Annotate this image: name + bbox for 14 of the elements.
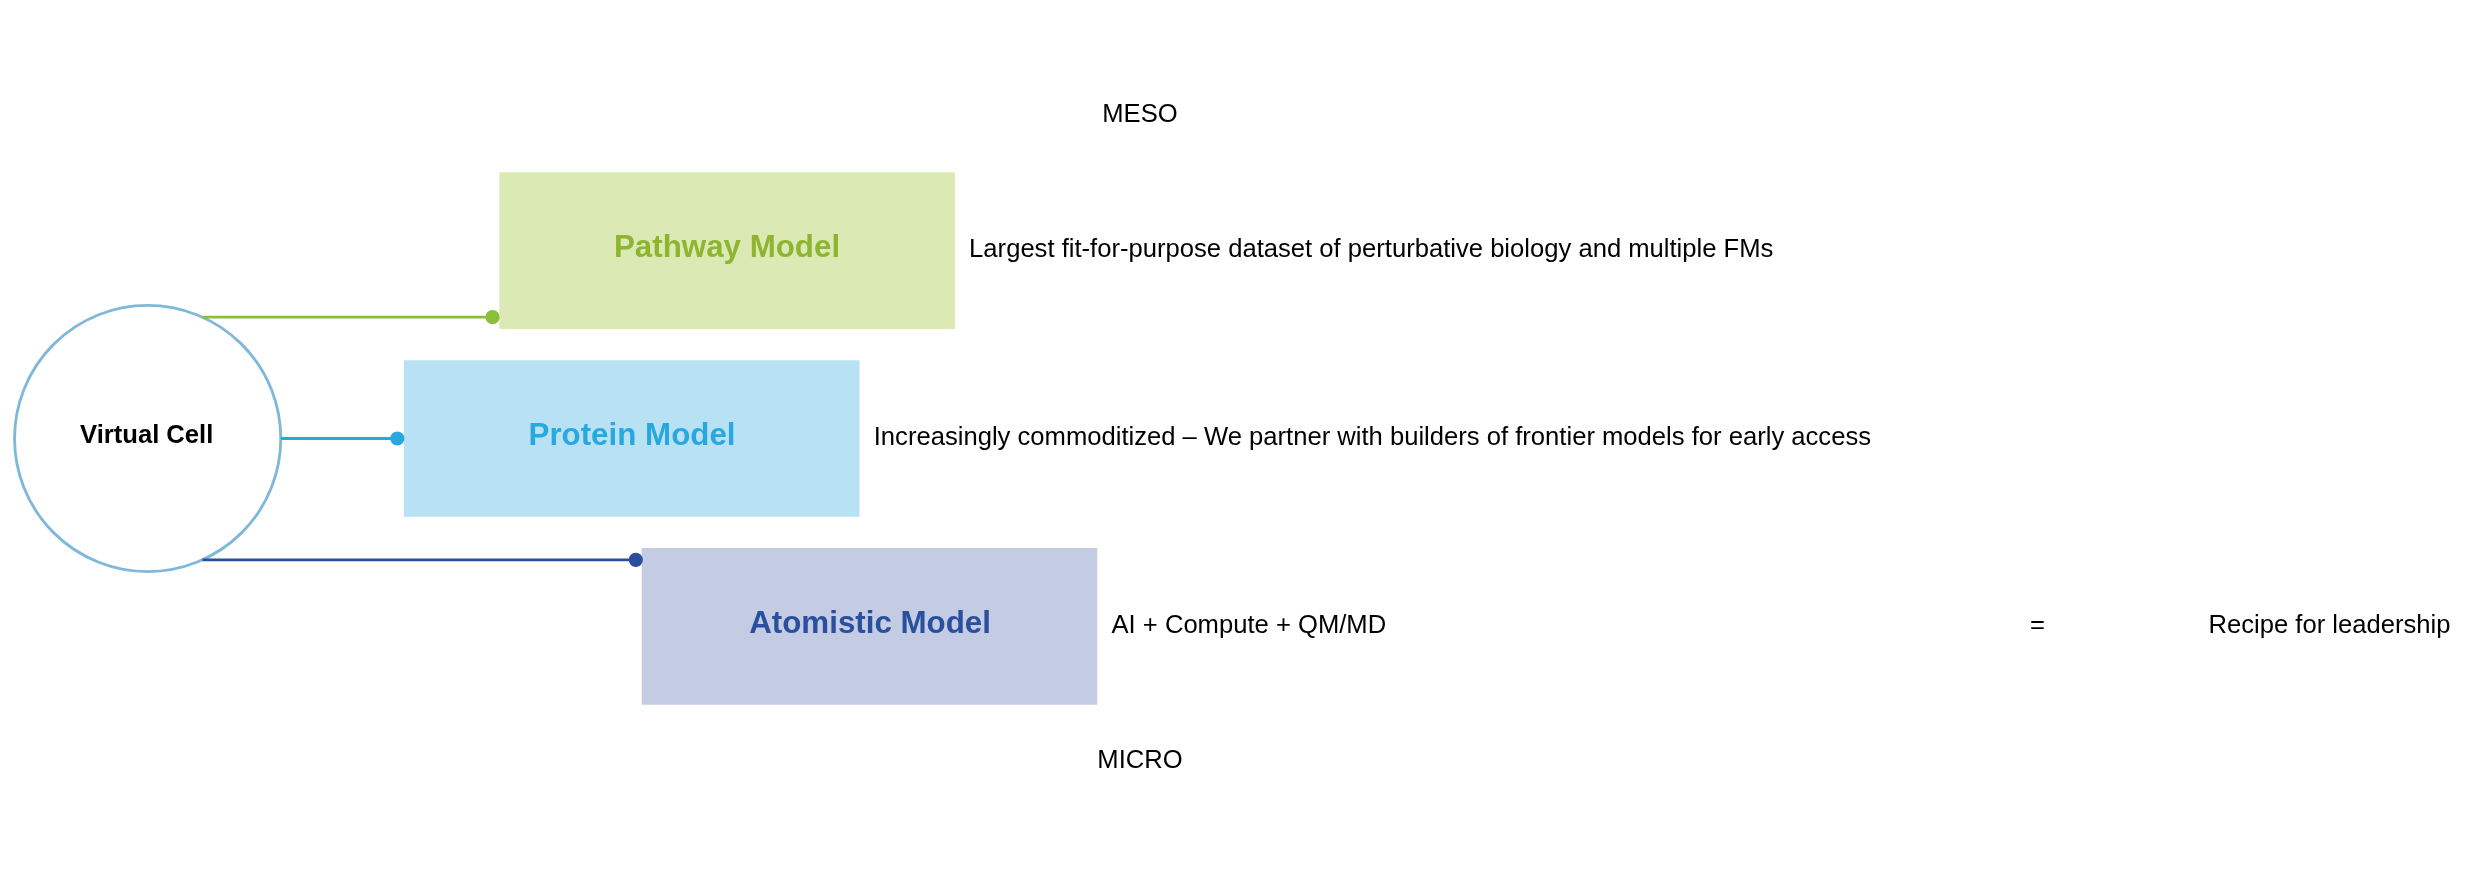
node-box: Pathway Model bbox=[499, 172, 955, 329]
label: MICRO bbox=[1097, 744, 1183, 773]
node-label: AI + Compute + QM/MD bbox=[1111, 609, 1387, 638]
node-circle: Virtual Cell bbox=[13, 303, 283, 574]
connector bbox=[202, 310, 500, 325]
node-label: Increasingly commoditized – We partner with builders of frontier models for early access bbox=[873, 421, 1872, 450]
label: Recipe for leadership bbox=[2208, 609, 2451, 638]
connector bbox=[202, 552, 643, 567]
connector bbox=[281, 431, 405, 446]
label: MESO bbox=[1102, 98, 1178, 127]
node-box: Protein Model bbox=[403, 360, 860, 517]
node-label: Largest fit-for-purpose dataset of perturbative biology and multiple FMs bbox=[969, 233, 1774, 262]
node-box: Atomistic Model bbox=[641, 548, 1098, 705]
label: = bbox=[2030, 609, 2046, 638]
